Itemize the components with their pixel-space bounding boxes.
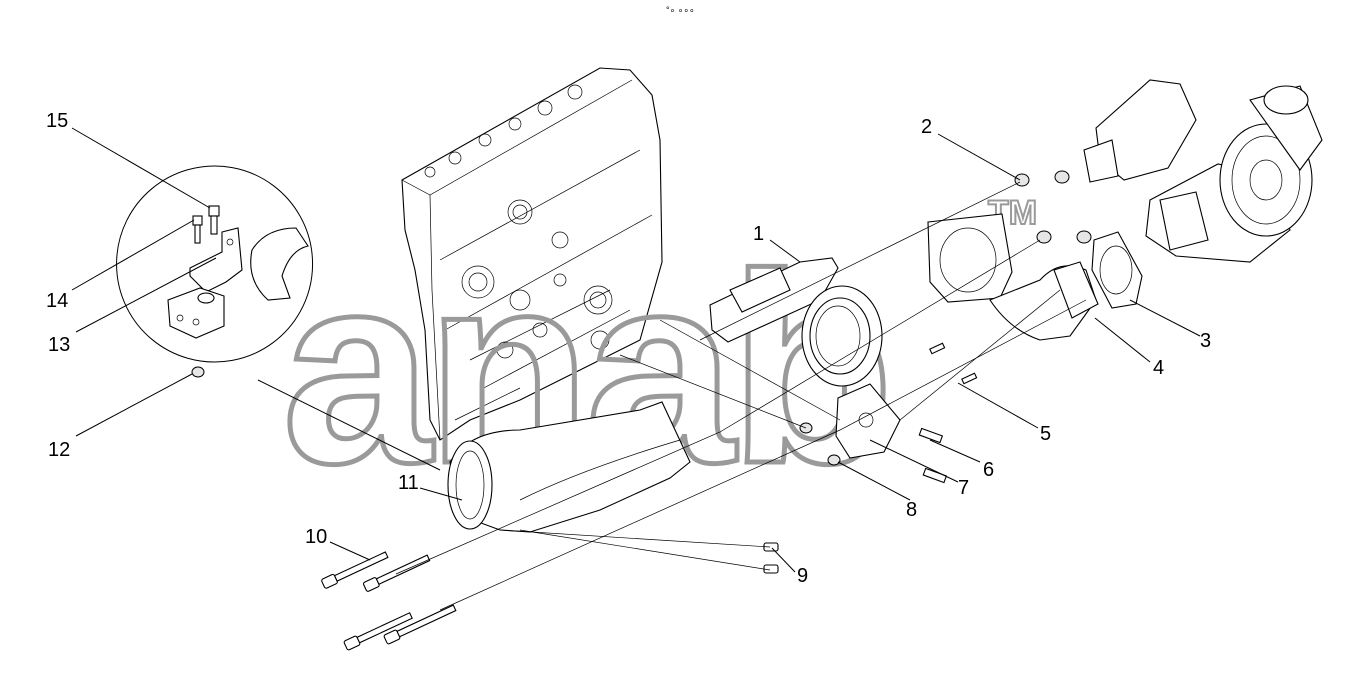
callout-11: 11 bbox=[398, 472, 419, 494]
clamp-block bbox=[167, 287, 225, 339]
bolts-9 bbox=[763, 542, 779, 574]
callout-10: 10 bbox=[305, 526, 327, 548]
callout-5: 5 bbox=[1040, 423, 1051, 445]
flange-plate-6 bbox=[835, 383, 901, 459]
bracket-15 bbox=[208, 205, 220, 235]
support-bracket-13 bbox=[189, 227, 243, 293]
bolts-7 bbox=[918, 427, 948, 484]
leader-lines bbox=[71, 127, 1201, 573]
callout-14: 14 bbox=[46, 290, 68, 312]
heat-shield bbox=[250, 227, 309, 301]
callout-15: 15 bbox=[46, 110, 68, 132]
callout-13: 13 bbox=[48, 334, 70, 356]
exhaust-pipe-11 bbox=[447, 401, 691, 533]
callout-3: 3 bbox=[1200, 330, 1211, 352]
callout-8: 8 bbox=[906, 499, 917, 521]
callout-2: 2 bbox=[921, 116, 932, 138]
gasket-3 bbox=[1091, 231, 1143, 309]
callout-7: 7 bbox=[958, 477, 969, 499]
turbocharger bbox=[1083, 79, 1323, 263]
callout-9: 9 bbox=[797, 565, 808, 587]
engine-block bbox=[401, 67, 663, 441]
header-mark: °∘ ∘∘∘ bbox=[666, 5, 695, 15]
studs-5 bbox=[929, 342, 978, 385]
bolt-14 bbox=[192, 215, 203, 244]
callout-4: 4 bbox=[1153, 357, 1164, 379]
exhaust-elbow-4 bbox=[927, 213, 1099, 341]
callout-1: 1 bbox=[753, 223, 764, 245]
exhaust-brake-valve-1 bbox=[709, 257, 883, 387]
long-bolts-10 bbox=[321, 551, 457, 651]
nut-12 bbox=[191, 366, 205, 378]
callout-labels: 1 2 3 4 5 6 7 8 9 10 11 12 13 14 15 bbox=[46, 110, 1211, 587]
callout-6: 6 bbox=[983, 459, 994, 481]
assembly-lines bbox=[395, 181, 1087, 611]
callout-12: 12 bbox=[48, 439, 70, 461]
